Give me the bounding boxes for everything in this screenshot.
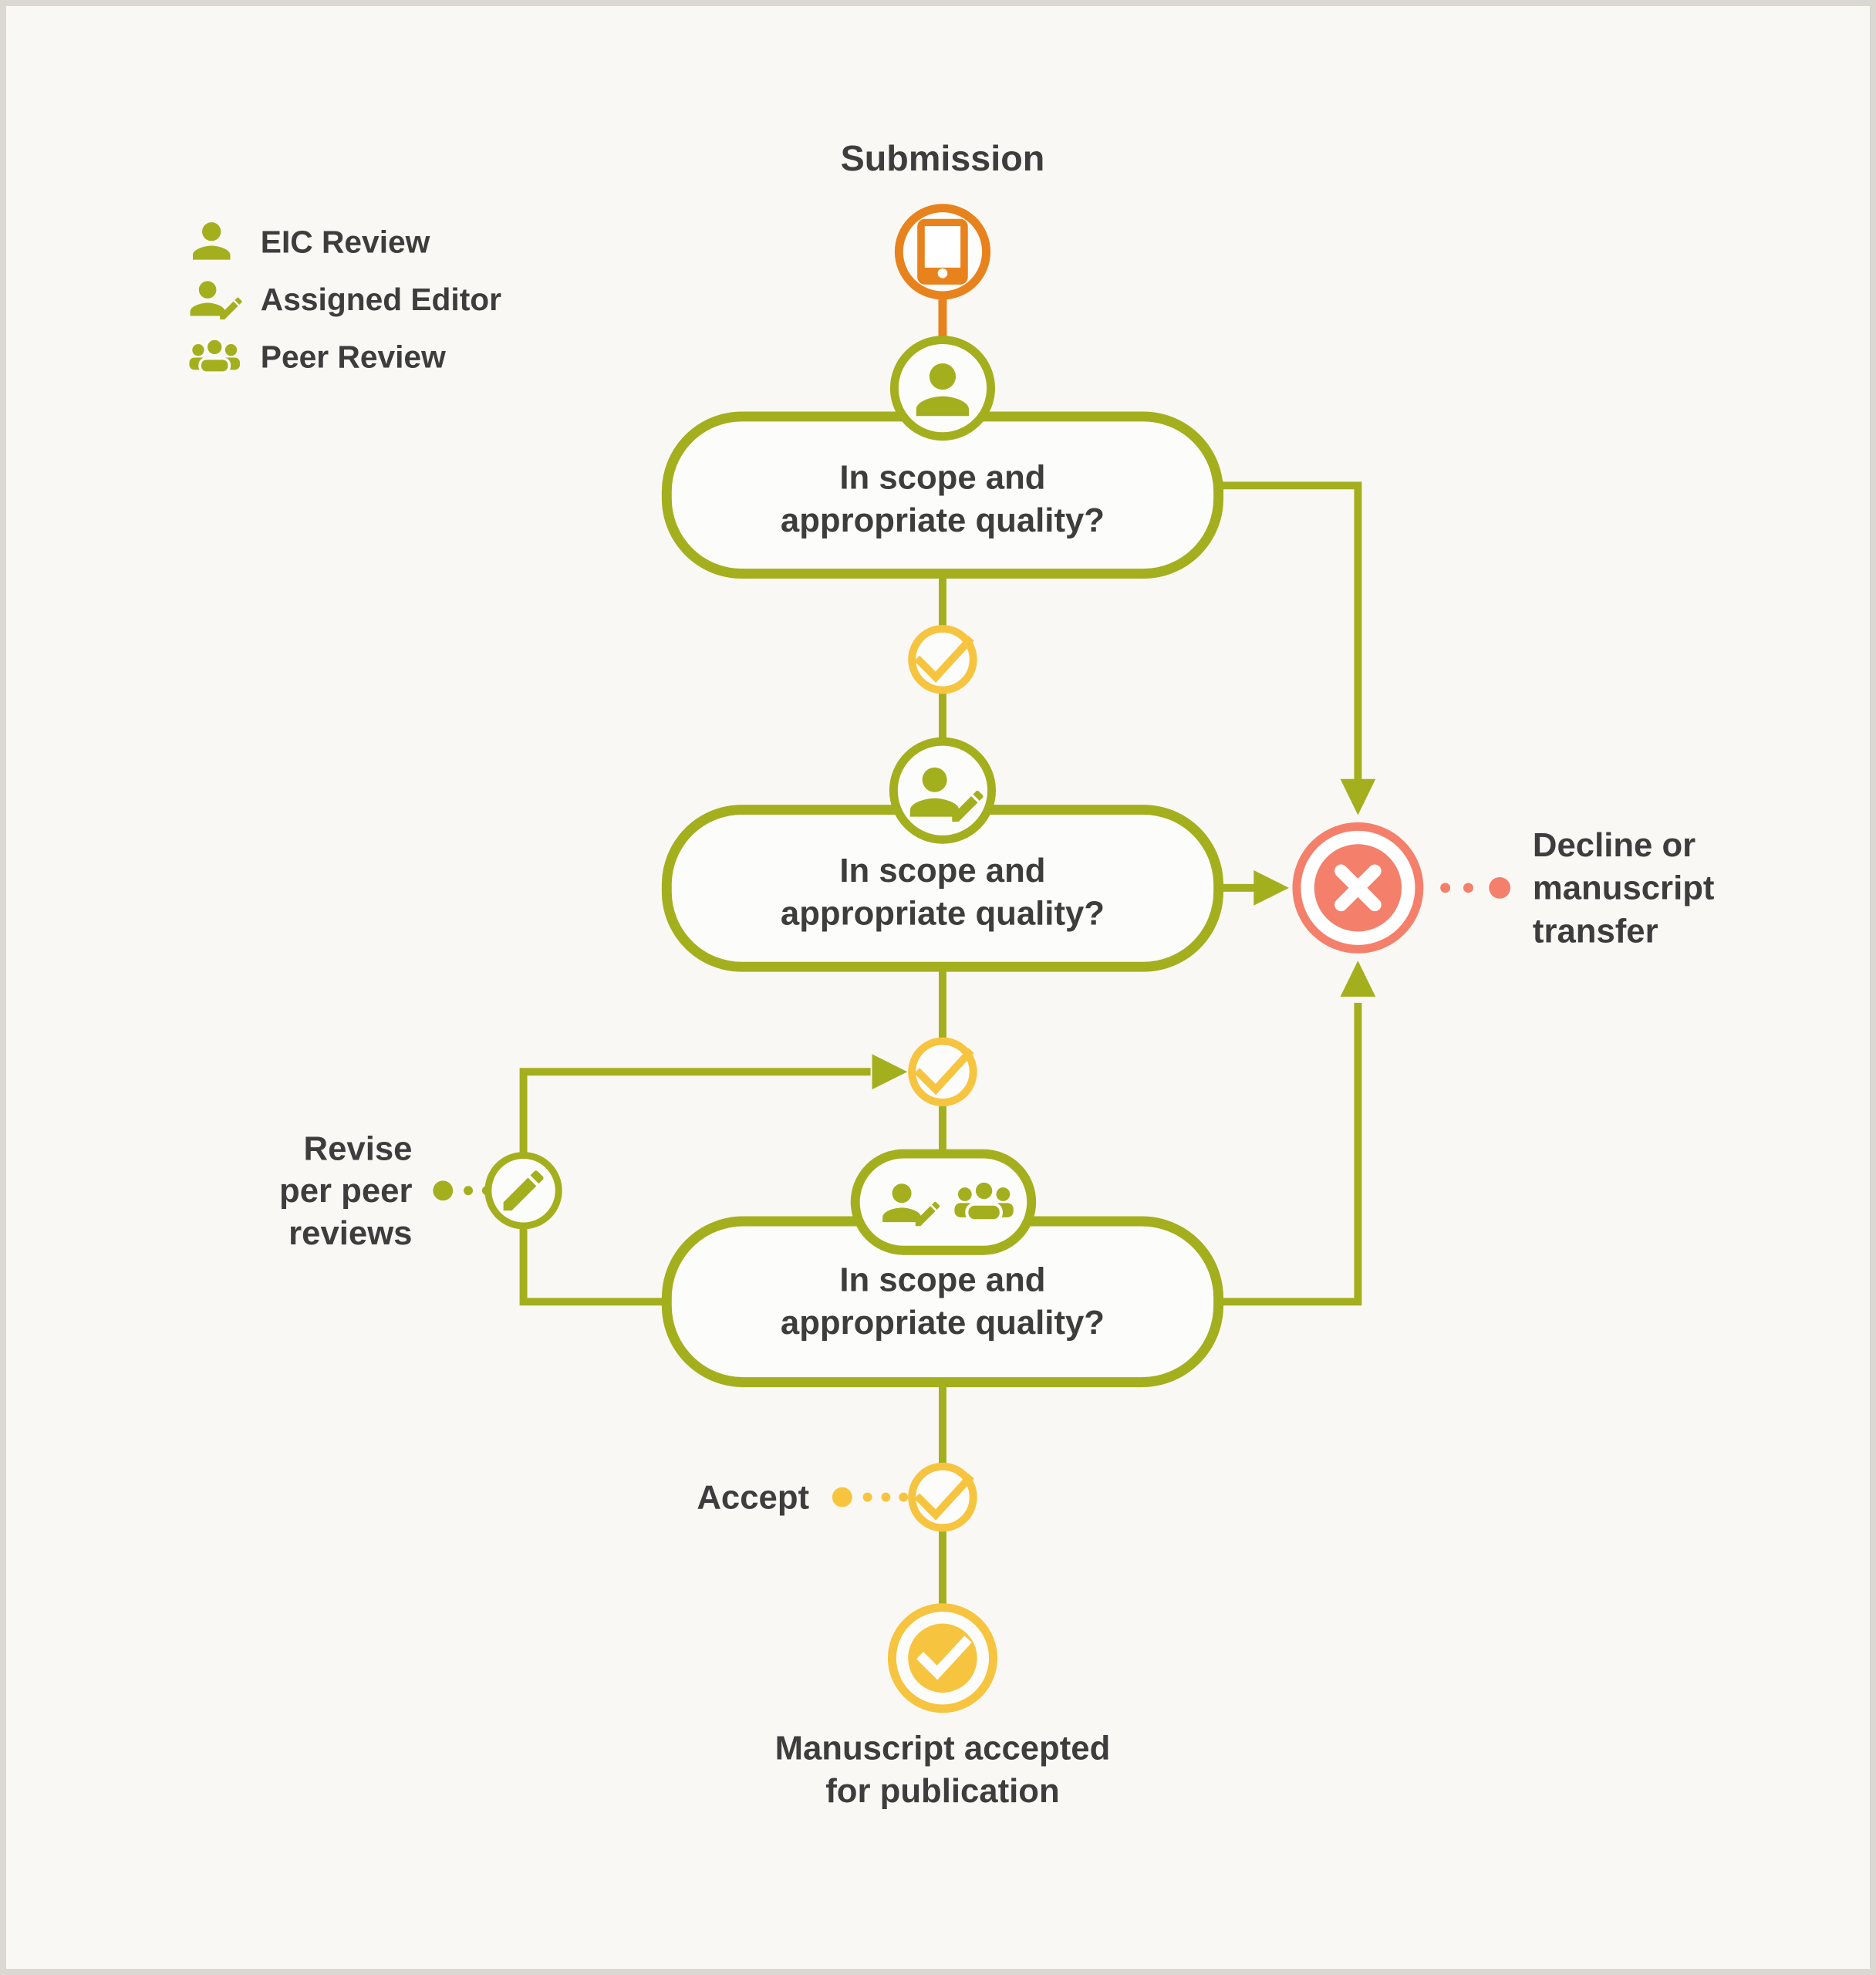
arrowhead-down	[1340, 778, 1376, 815]
decline-branch-from-box3	[1218, 960, 1376, 1306]
arrowhead-up	[1340, 960, 1376, 997]
decline-label-line1: Decline or	[1533, 826, 1695, 864]
revise-label-line3: reviews	[288, 1214, 412, 1252]
decline-label-line2: manuscript	[1533, 869, 1715, 907]
decline-label: Decline or manuscript transfer	[1533, 826, 1715, 950]
flowchart-svg: Submission EIC Review Assigned Editor Pe…	[6, 6, 1870, 1969]
check-circle-3	[908, 1462, 977, 1532]
revise-label-line1: Revise	[304, 1130, 413, 1168]
x-icon	[1334, 864, 1382, 912]
legend-label-peer-review: Peer Review	[261, 339, 446, 374]
accept-dots	[832, 1487, 909, 1507]
accepted-badge	[887, 1603, 997, 1713]
accept-label: Accept	[697, 1479, 809, 1517]
end-label-line1: Manuscript accepted	[775, 1729, 1111, 1767]
check-circle-2	[908, 1037, 977, 1106]
check-icon	[914, 635, 974, 683]
revise-label-line2: per peer	[279, 1172, 412, 1210]
decline-dots	[1440, 876, 1511, 899]
revise-loop	[519, 1054, 908, 1306]
decline-branch-from-box2	[1218, 870, 1289, 906]
tablet-icon	[917, 218, 968, 285]
decision-box-eic-line2: appropriate quality?	[781, 501, 1105, 539]
arrowhead-right	[1253, 870, 1289, 906]
decline-branch-from-box1	[1218, 481, 1376, 815]
peer-review-badge	[850, 1149, 1037, 1255]
check-circle-1	[908, 625, 977, 694]
decision-box-editor-line1: In scope and	[839, 852, 1045, 890]
legend-label-eic-review: EIC Review	[261, 224, 430, 259]
revise-label: Revise per peer reviews	[279, 1130, 412, 1252]
legend-item: EIC Review	[192, 222, 430, 260]
decline-node	[1292, 822, 1424, 954]
page-title: Submission	[841, 138, 1045, 178]
legend-label-assigned-editor: Assigned Editor	[261, 282, 501, 317]
legend-item: Assigned Editor	[190, 281, 501, 320]
legend: EIC Review Assigned Editor Peer Review	[187, 222, 501, 374]
revise-dots	[433, 1180, 491, 1201]
legend-item: Peer Review	[187, 337, 446, 374]
decision-box-peer-line2: appropriate quality?	[781, 1304, 1105, 1342]
check-icon	[914, 1048, 974, 1096]
decision-box-eic-line1: In scope and	[839, 458, 1045, 496]
check-badge-icon	[916, 1636, 972, 1680]
end-label-line2: for publication	[825, 1772, 1059, 1810]
editor-badge	[889, 737, 997, 844]
arrowhead-right	[872, 1054, 908, 1090]
check-icon	[914, 1473, 974, 1521]
decision-box-peer-line1: In scope and	[839, 1261, 1045, 1298]
decline-label-line3: transfer	[1533, 912, 1658, 950]
decision-box-editor-line2: appropriate quality?	[781, 895, 1105, 933]
